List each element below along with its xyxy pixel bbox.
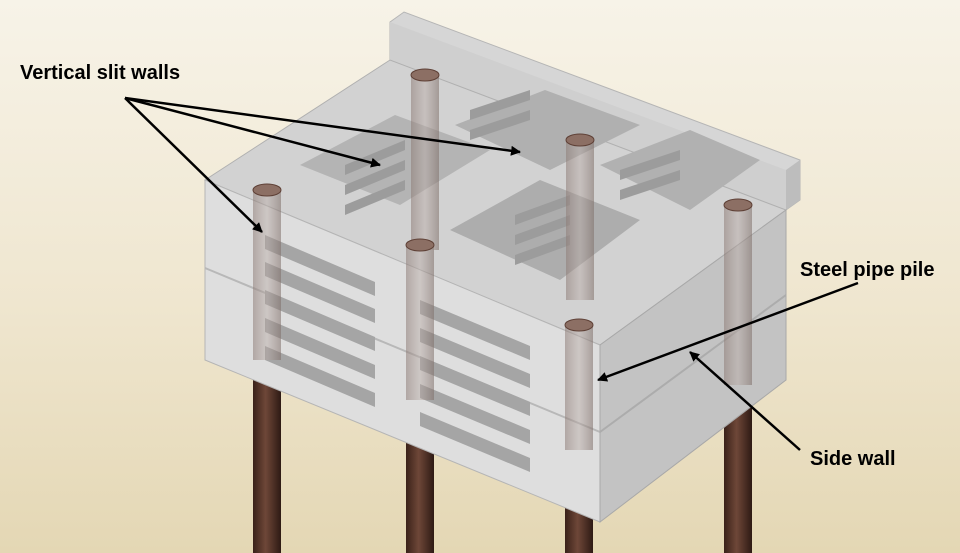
arrow-slit-2 [124, 96, 381, 168]
label-steel-pipe-pile: Steel pipe pile [800, 259, 935, 281]
leader-arrows [124, 96, 859, 451]
arrow-slit-3 [124, 96, 521, 156]
arrow-side-wall [689, 351, 801, 451]
steel-pipe-pile-1 [253, 360, 281, 553]
pile-cap [252, 183, 282, 197]
pile-cap [565, 133, 595, 147]
pile-cap [564, 318, 594, 332]
front-slits [265, 235, 530, 472]
pile-cap [405, 238, 435, 252]
interior-slits [345, 90, 680, 265]
arrow-slit-1 [124, 97, 263, 233]
pile-cap [723, 198, 753, 212]
label-vertical-slit-walls: Vertical slit walls [20, 62, 181, 84]
arrow-steel-pipe-pile [597, 281, 859, 382]
label-side-wall: Side wall [810, 448, 896, 470]
pile-ghosts [253, 75, 752, 450]
pile-cap [410, 68, 440, 82]
pile-caps [252, 68, 753, 332]
